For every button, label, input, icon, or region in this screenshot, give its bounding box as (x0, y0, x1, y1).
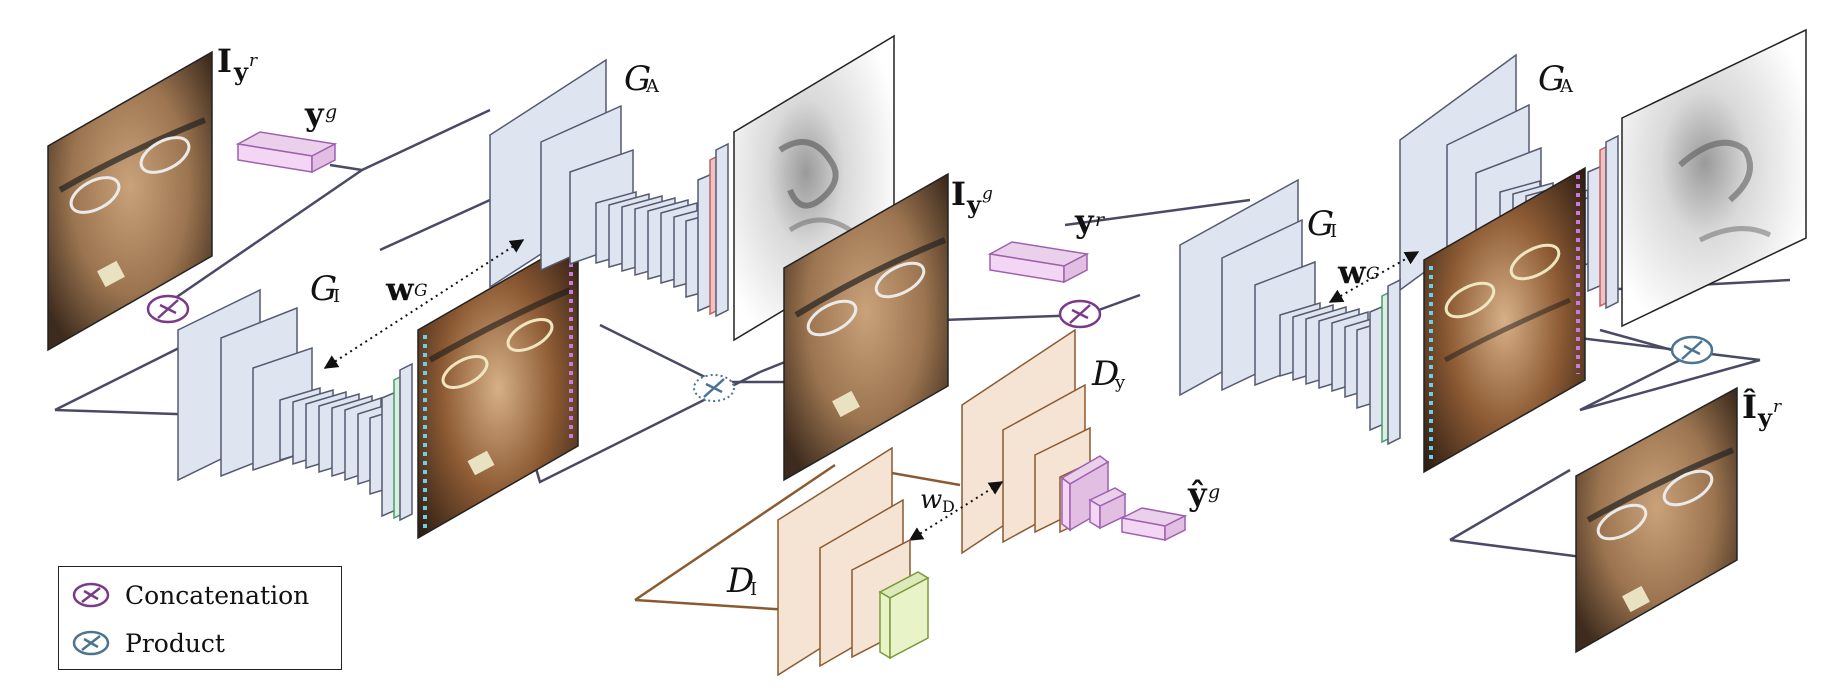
label-G-A-left: G A (624, 59, 660, 99)
svg-text:I: I (750, 579, 757, 600)
svg-text:I: I (951, 175, 966, 213)
svg-text:w: w (1337, 253, 1367, 291)
shared-weights-arrow-right (1328, 251, 1420, 303)
legend-concatenation: Concatenation (71, 575, 309, 615)
target-label-vector-yg (235, 131, 338, 174)
label-y-g: y g (304, 95, 337, 133)
legend-concatenation-label: Concatenation (125, 580, 310, 610)
svg-text:A: A (1559, 76, 1574, 97)
label-D-I: D I (726, 561, 757, 601)
color-regression-output-right (1423, 166, 1586, 474)
legend-product: Product (71, 623, 225, 663)
svg-text:y: y (1114, 372, 1126, 393)
label-Ihat-yr: Î y r (1742, 388, 1782, 432)
label-G-I-left: G I (310, 269, 340, 309)
product-op-right (1670, 335, 1714, 365)
svg-text:G: G (1366, 264, 1380, 284)
svg-text:r: r (1773, 397, 1782, 417)
color-regression-output-left (417, 236, 579, 540)
generator-image-branch-left (177, 288, 413, 522)
svg-text:y: y (1757, 403, 1773, 432)
svg-text:G: G (1538, 59, 1565, 99)
svg-text:y: y (966, 190, 982, 219)
label-yhat-g: ŷ g (1187, 475, 1220, 513)
svg-text:G: G (1307, 204, 1334, 244)
svg-text:Î: Î (1742, 388, 1757, 426)
svg-text:g: g (325, 101, 337, 123)
svg-text:G: G (414, 281, 428, 301)
svg-text:A: A (645, 76, 660, 97)
svg-text:y: y (1074, 202, 1095, 240)
svg-text:G: G (624, 59, 651, 99)
label-I-yg: I y g (951, 175, 993, 219)
input-face-image (47, 50, 213, 352)
svg-text:g: g (1208, 481, 1220, 503)
label-W-D: w D (920, 485, 955, 516)
label-G-I-right: G I (1307, 204, 1337, 244)
svg-text:w: w (385, 270, 415, 308)
svg-text:ŷ: ŷ (1187, 475, 1208, 513)
product-op-left (693, 374, 735, 402)
label-G-A-right: G A (1538, 59, 1574, 99)
svg-text:I: I (1330, 221, 1337, 242)
svg-text:y: y (233, 57, 249, 86)
attention-mask-right (1621, 28, 1807, 328)
svg-text:w: w (920, 485, 942, 515)
label-W-G-left: w G (385, 270, 428, 308)
concatenation-icon (72, 582, 110, 608)
concatenation-op-right (1058, 299, 1102, 329)
label-I-yr: I y r (217, 42, 258, 86)
label-W-G-right: w G (1337, 253, 1380, 291)
concatenation-op-left (146, 294, 190, 324)
generated-face-image (783, 172, 949, 482)
legend-product-label: Product (125, 628, 225, 658)
svg-text:D: D (1091, 354, 1119, 394)
svg-text:r: r (249, 51, 258, 71)
discriminator-y-output (1060, 455, 1188, 542)
svg-text:I: I (333, 286, 340, 307)
svg-text:y: y (304, 95, 325, 133)
svg-text:I: I (217, 42, 232, 80)
original-label-vector-yr (987, 241, 1090, 284)
discriminator-image-output (878, 571, 930, 660)
shared-weights-arrow-D (908, 481, 1004, 541)
reconstructed-face-image (1575, 386, 1738, 654)
label-D-y: D y (1091, 354, 1126, 394)
generator-image-branch-right (1179, 178, 1401, 446)
label-y-r: y r (1074, 202, 1106, 240)
generator-attention-branch-left (489, 58, 729, 318)
svg-text:g: g (982, 184, 993, 204)
svg-text:r: r (1095, 209, 1106, 231)
svg-text:D: D (726, 561, 754, 601)
svg-text:D: D (942, 497, 955, 516)
legend: Concatenation Product (58, 566, 342, 670)
product-icon (72, 630, 110, 656)
